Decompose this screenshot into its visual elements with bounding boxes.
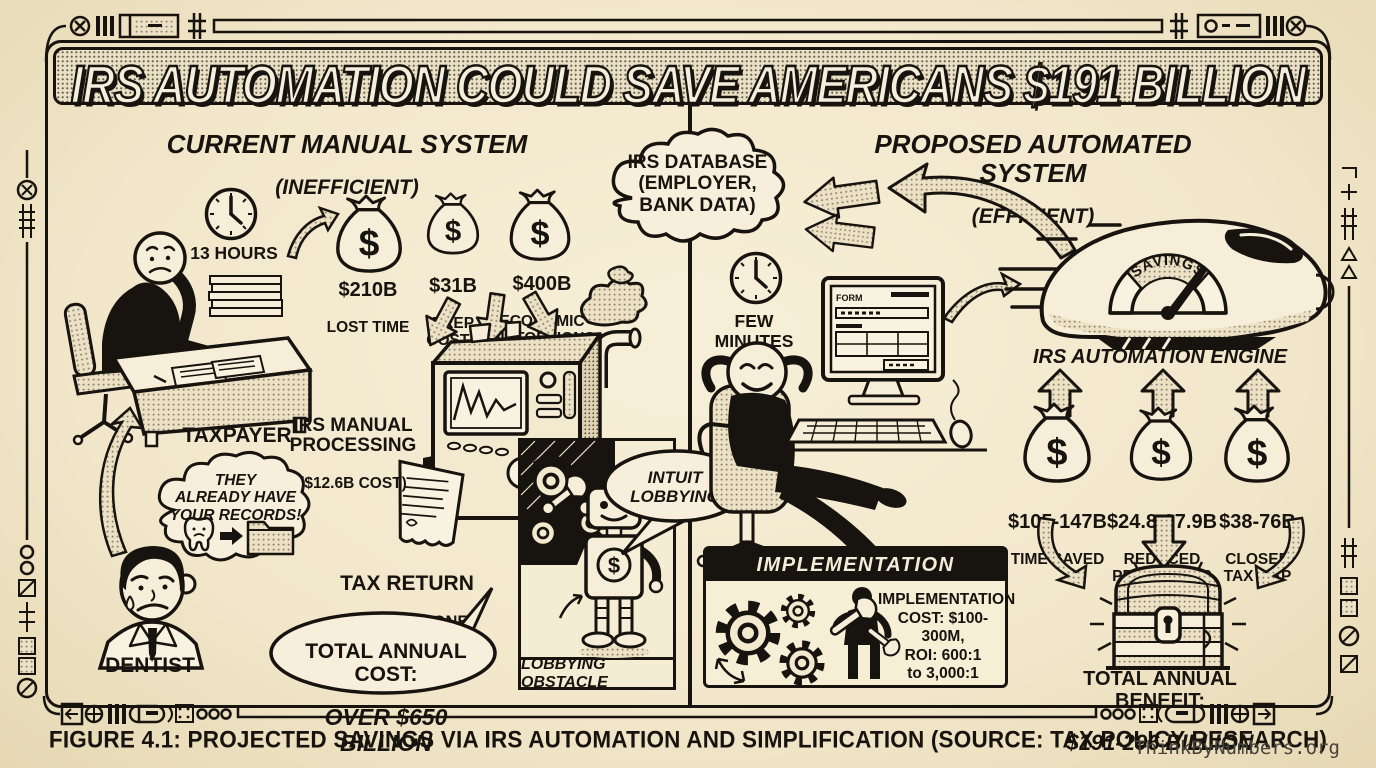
left-panel-header: CURRENT MANUAL SYSTEM (INEFFICIENT) [162,112,532,200]
dentist-label: DENTIST [105,654,195,677]
processing-title: IRS MANUAL PROCESSING [289,414,417,457]
thought-bubble-illustration [157,451,311,612]
taxpayer-label: TAXPAYER [182,424,292,447]
svg-text:$: $ [608,553,620,578]
total-cost-text: TOTAL ANNUAL COST: OVER $650 BILLION [278,622,494,768]
watermark: ThinkByNumbers.org [1134,737,1340,759]
gear-panel-illustration [520,440,615,565]
sad-tooth-icon [183,516,215,552]
arrow-to-costs-icon [286,205,340,260]
taxpayer-at-desk-illustration [63,231,314,448]
total-cost-label: TOTAL ANNUAL COST: [305,639,467,687]
money-bag-tax-gap-icon [1224,404,1290,483]
dentist-illustration [97,546,205,670]
lobbying-obstacle-caption: LOBBYING OBSTACLE [521,656,673,691]
intuit-lobbying-text: INTUIT LOBBYING [630,468,720,507]
panel-divider [688,105,692,708]
tax-return-title: TAX RETURN [340,571,474,595]
title-banner [53,47,1323,105]
money-bag-time-saved-icon [1023,402,1091,483]
cost-lost-time-amount: $210B [338,278,398,301]
total-cost-value: OVER $650 BILLION [324,703,448,756]
right-panel-header: PROPOSED AUTOMATED SYSTEM (EFFICIENT) [858,112,1208,229]
processing-cost: ($12.6B COST) [299,474,407,492]
total-benefit-text: TOTAL ANNUAL BENEFIT: $191-296 BILLION [1050,650,1270,768]
arrow-right-icon [220,527,243,545]
right-header-title: PROPOSED AUTOMATED SYSTEM [874,128,1192,188]
implementation-header: IMPLEMENTATION [706,549,1005,581]
clock-13-hours-label: 13 HOURS [190,243,278,263]
irs-database-cloud [611,127,786,243]
benefit-time-saved-amount: $105-147B [1008,510,1107,533]
irs-database-text: IRS DATABASE (EMPLOYER, BANK DATA) [627,152,768,216]
money-bag-reduced-prep-icon [1129,406,1193,481]
total-cost-bubble [269,587,497,695]
treasure-chest-illustration [1090,561,1246,670]
money-bag-distortions-icon [509,188,571,261]
total-benefit-value: $191-296 BILLION [1066,729,1254,755]
left-header-title: CURRENT MANUAL SYSTEM [166,128,528,159]
svg-text:FORM: FORM [836,293,863,303]
clock-few-minutes-label: FEW MINUTES [714,311,794,351]
arrows-into-cloud-icon [803,176,881,253]
cost-distortions-amount: $400B [512,272,572,295]
implementation-worker-icon [829,587,901,679]
benefit-tax-gap-amount: $38-76B [1219,510,1296,533]
cost-lost-time-label: LOST TIME [326,318,410,336]
money-bag-prep-costs-icon [426,192,480,255]
arrow-mid-to-chest-icon [1141,514,1187,570]
thought-bubble-text: THEY ALREADY HAVE YOUR RECORDS! [169,472,302,524]
arrow-engine-to-cloud-icon [887,162,1077,260]
figure-caption: FIGURE 4.1: PROJECTED SAVINGS VIA IRS AU… [48,726,1328,753]
processing-label: IRS MANUAL PROCESSING ($12.6B COST) [284,398,422,510]
arrow-left-to-chest-icon [1037,516,1088,590]
robot-illustration: $ [540,465,664,658]
implementation-text: IMPLEMENTATION COST: $100-300M, ROI: 600… [878,591,1016,683]
irs-automation-engine-illustration: SAVINGS [998,218,1335,350]
implementation-gears-icon [714,585,830,685]
arrow-dentist-to-taxpayer-icon [99,406,145,558]
total-benefit-label: TOTAL ANNUAL BENEFIT: [1083,667,1237,713]
cost-lost-time: $210B LOST TIME [316,262,420,354]
left-header-subtitle: (INEFFICIENT) [275,176,419,200]
wrench-icon [540,474,589,516]
cost-prep-amount: $31B [429,274,477,297]
arrow-right-to-chest-icon [1254,516,1305,590]
folder-icon [246,520,295,556]
implementation-box: IMPLEMENTATION IMPLEMENTATION COST: $100… [703,546,1016,688]
engine-label: IRS AUTOMATION ENGINE [1032,346,1288,368]
